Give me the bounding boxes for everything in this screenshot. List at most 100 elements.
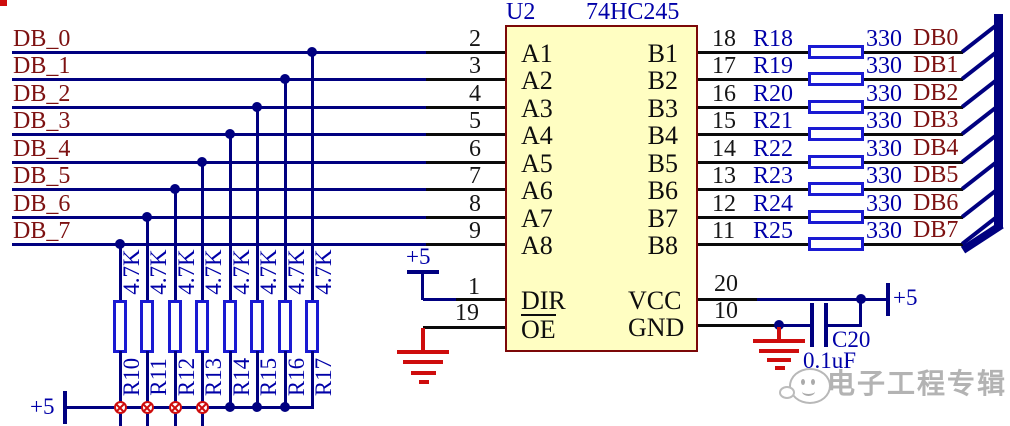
resistor-value: 330 (866, 218, 902, 244)
resistor-value: 330 (866, 136, 902, 162)
bus-entry (960, 106, 997, 136)
net-label-left: DB_0 (13, 26, 71, 52)
resistor-ref: R22 (753, 136, 794, 162)
resistor-ref: R24 (753, 191, 794, 217)
resistor-value: 4.7K (229, 249, 254, 295)
ic-refdes: U2 (506, 0, 536, 25)
pin-number-vcc: 20 (714, 271, 738, 297)
junction-dot (252, 402, 262, 412)
pin-stub (698, 78, 808, 81)
chip-pin-label-a: A8 (521, 231, 553, 260)
chip-pin-label-a: A5 (521, 149, 553, 178)
pin-number: 2 (469, 26, 481, 52)
wire (421, 273, 424, 300)
wire (864, 161, 963, 164)
resistor-ref: R19 (753, 53, 794, 79)
wire (864, 243, 963, 246)
junction-dot (774, 320, 784, 330)
bus-entry (960, 134, 997, 164)
pin-number: 5 (469, 108, 481, 134)
net-label-right: DB3 (913, 107, 959, 133)
resistor-body (808, 72, 864, 86)
power-bar-pullups (63, 391, 67, 424)
wire (864, 188, 963, 191)
pin-stub (698, 106, 808, 109)
chip-pin-label-b: B2 (647, 66, 678, 95)
wire (781, 324, 813, 327)
pin-stub (698, 51, 808, 54)
chip-pin-label-b: B3 (647, 94, 678, 123)
wire (145, 409, 149, 426)
pin-number: 16 (712, 81, 736, 107)
ic-part-number: 74HC245 (586, 0, 680, 25)
pin-stub (456, 298, 505, 301)
resistor-ref: R16 (284, 357, 309, 397)
pin-stub (698, 243, 808, 246)
wire (864, 133, 963, 136)
resistor-value: 330 (866, 53, 902, 79)
net-label-right: DB2 (913, 80, 959, 106)
wire (173, 409, 177, 426)
resistor-body (305, 300, 319, 353)
wire-pullup-rail (65, 406, 314, 409)
resistor-value: 4.7K (174, 249, 199, 295)
pin-number: 12 (712, 191, 736, 217)
pin-stub (426, 78, 505, 81)
wire (200, 162, 204, 301)
resistor-ref: R17 (311, 357, 336, 397)
net-label-left: DB_7 (13, 218, 71, 244)
wire (864, 51, 963, 54)
plus5-label-pullups: +5 (30, 394, 55, 419)
pin-stub (698, 324, 781, 327)
resistor-body (808, 155, 864, 169)
resistor-ref: R21 (753, 108, 794, 134)
capacitor-plate (824, 303, 828, 347)
bus-bar (994, 14, 1003, 227)
pin-number: 13 (712, 163, 736, 189)
wire (255, 351, 259, 408)
chip-pin-label-b: B4 (647, 121, 678, 150)
chip-pin-label-b: B6 (647, 176, 678, 205)
net-label-left: DB_6 (13, 191, 71, 217)
net-label-left: DB_2 (13, 81, 71, 107)
wire (864, 78, 963, 81)
resistor-body (808, 182, 864, 196)
net-label-right: DB5 (913, 162, 959, 188)
wire (12, 216, 426, 219)
pin-number-gnd: 10 (714, 298, 738, 324)
watermark-text: 电子工程专辑 (827, 368, 1008, 399)
resistor-body (168, 300, 182, 353)
resistor-value: 330 (866, 163, 902, 189)
resistor-ref: R13 (201, 357, 226, 397)
resistor-value: 330 (866, 26, 902, 52)
pin-stub (426, 51, 505, 54)
pin-stub (423, 326, 505, 329)
pin-number: 18 (712, 26, 736, 52)
pin-number-oe: 19 (455, 300, 479, 326)
pin-stub (426, 188, 505, 191)
bus-entry (960, 161, 997, 191)
resistor-ref: R12 (174, 357, 199, 397)
resistor-value: 330 (866, 81, 902, 107)
resistor-value: 4.7K (201, 249, 226, 295)
resistor-body (140, 300, 154, 353)
wire (145, 217, 149, 301)
resistor-ref: R25 (753, 218, 794, 244)
pin-stub (698, 133, 808, 136)
pin-number: 14 (712, 136, 736, 162)
resistor-body (250, 300, 264, 353)
pin-number: 3 (469, 53, 481, 79)
resistor-ref: R10 (119, 357, 144, 397)
resistor-body (808, 45, 864, 59)
junction-x-marker (195, 401, 209, 414)
chip-pin-label-gnd: GND (628, 313, 685, 342)
junction-dot (856, 294, 866, 304)
wire (118, 409, 122, 426)
chip-pin-label-b: B7 (647, 204, 678, 233)
pin-number-dir: 1 (468, 274, 480, 300)
wire (200, 409, 204, 426)
chip-pin-label-a: A1 (521, 39, 553, 68)
resistor-ref: R18 (753, 26, 794, 52)
wire (173, 351, 177, 408)
